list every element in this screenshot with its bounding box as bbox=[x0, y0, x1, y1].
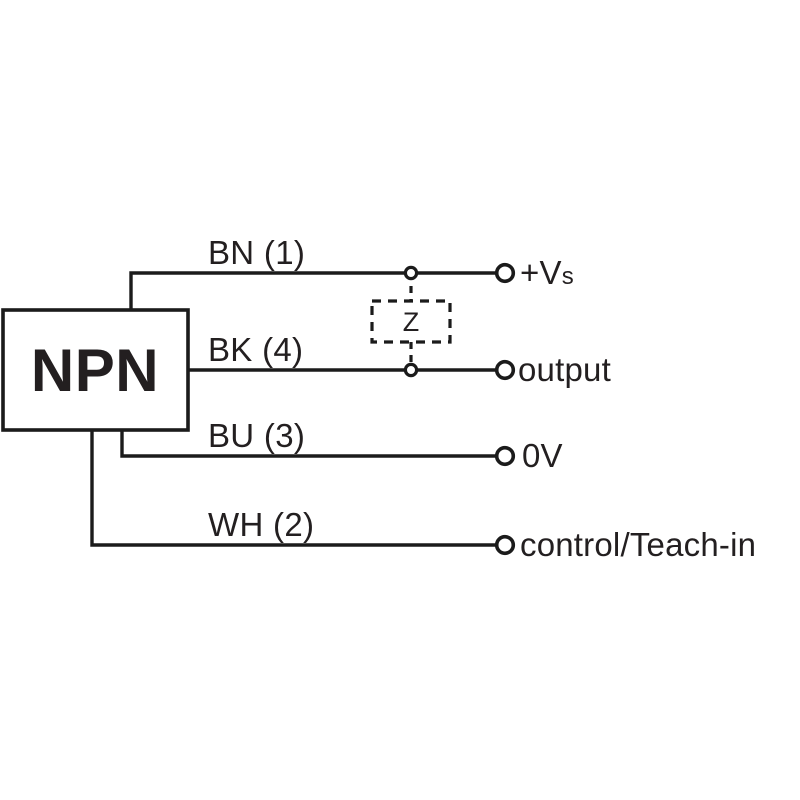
wire-label-bk: BK (4) bbox=[208, 331, 304, 368]
npn-device-box bbox=[1, 308, 190, 432]
terminal-circle-ground[interactable] bbox=[494, 445, 516, 467]
wire-path-wh bbox=[90, 430, 497, 547]
terminal-label-supply: +Vs bbox=[520, 256, 574, 289]
terminal-circle-supply[interactable] bbox=[494, 262, 516, 284]
terminal-label-supply-main: +V bbox=[520, 254, 562, 291]
junction-node-bn bbox=[403, 265, 419, 281]
junction-node-bk bbox=[403, 362, 419, 378]
z-element-label: Z bbox=[403, 307, 420, 337]
terminal-circle-control[interactable] bbox=[494, 534, 516, 556]
terminal-label-control: control/Teach-in bbox=[520, 526, 757, 563]
terminal-label-output: output bbox=[518, 351, 611, 388]
terminal-circle-output[interactable] bbox=[494, 359, 516, 381]
wire-label-bu: BU (3) bbox=[208, 417, 306, 454]
terminal-label-supply-subscript: s bbox=[561, 263, 574, 290]
wire-label-wh: WH (2) bbox=[208, 506, 315, 543]
wire-label-bn: BN (1) bbox=[208, 234, 306, 271]
z-element-box bbox=[370, 299, 452, 344]
terminal-label-ground: 0V bbox=[522, 437, 563, 474]
wire-path-bu bbox=[120, 430, 497, 458]
wire-path-bn bbox=[129, 271, 497, 310]
npn-device-label: NPN bbox=[31, 337, 159, 404]
